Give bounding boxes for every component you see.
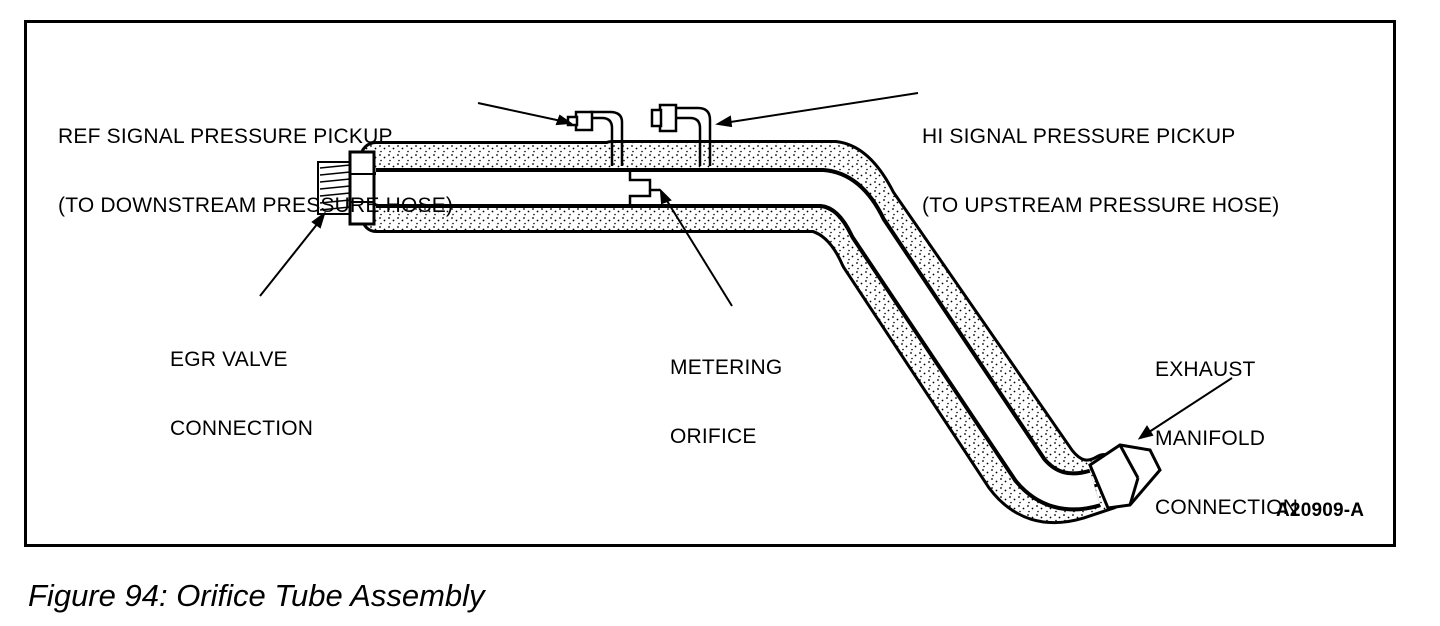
exhaust-manifold-fitting [1088,443,1162,510]
egr-valve-label: EGR VALVE CONNECTION [170,302,313,463]
hi-signal-pickup-label: HI SIGNAL PRESSURE PICKUP (TO UPSTREAM P… [922,79,1279,240]
hi-label-line-1: HI SIGNAL PRESSURE PICKUP [922,125,1236,148]
metering-orifice-label: METERING ORIFICE [670,310,782,471]
tube-body [376,168,1101,512]
exhaust-label-line-1: EXHAUST [1155,358,1256,381]
ref-label-line-2: (TO DOWNSTREAM PRESSURE HOSE) [58,194,454,217]
metering-label-line-2: ORIFICE [670,425,757,448]
figure-caption: Figure 94: Orifice Tube Assembly [28,578,485,613]
egr-label-line-1: EGR VALVE [170,348,288,371]
figure-code: A20909-A [1276,500,1365,521]
metering-label-line-1: METERING [670,356,783,379]
exhaust-label-line-3: CONNECTION [1155,496,1299,519]
hi-label-line-2: (TO UPSTREAM PRESSURE HOSE) [922,194,1280,217]
ref-signal-pickup-label: REF SIGNAL PRESSURE PICKUP (TO DOWNSTREA… [58,79,453,240]
metering-orifice [628,168,660,208]
exhaust-label-line-2: MANIFOLD [1155,427,1266,450]
ref-label-line-1: REF SIGNAL PRESSURE PICKUP [58,125,393,148]
exhaust-manifold-label: EXHAUST MANIFOLD CONNECTION [1155,312,1298,542]
diagram-frame [24,20,1396,547]
hi-signal-pickup [650,103,712,166]
leader-lines [259,92,1233,440]
egr-valve-fitting [317,150,376,226]
egr-label-line-2: CONNECTION [170,417,314,440]
